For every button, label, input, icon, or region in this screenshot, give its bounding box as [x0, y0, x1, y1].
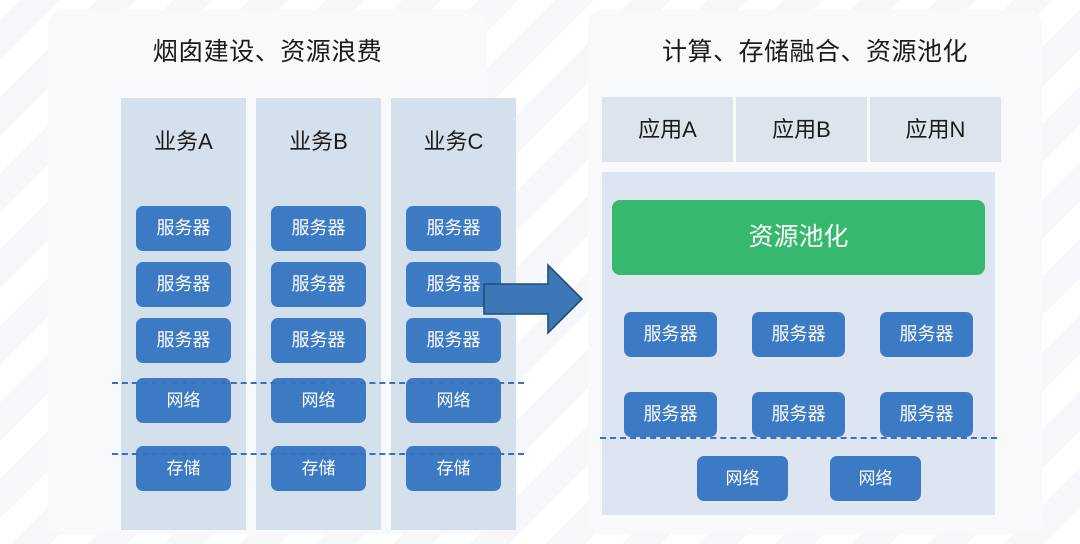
- silo-column-b-lower-stack: 网络 存储: [271, 378, 366, 491]
- right-block-arrow-icon: [483, 263, 584, 335]
- network-chip[interactable]: 网络: [406, 378, 501, 423]
- silo-column-a[interactable]: 业务A 服务器 服务器 服务器 网络 存储: [121, 98, 246, 530]
- silo-column-b-server-stack: 服务器 服务器 服务器: [271, 206, 366, 363]
- network-chip[interactable]: 网络: [271, 378, 366, 423]
- silo-column-a-header: 业务A: [154, 129, 213, 154]
- network-chip[interactable]: 网络: [136, 378, 231, 423]
- server-chip[interactable]: 服务器: [752, 312, 845, 357]
- silo-column-a-lower-stack: 网络 存储: [136, 378, 231, 491]
- silo-column-c-header: 业务C: [423, 129, 484, 154]
- silo-column-b-header: 业务B: [289, 129, 348, 154]
- network-chip[interactable]: 网络: [697, 456, 788, 501]
- server-chip[interactable]: 服务器: [271, 318, 366, 363]
- server-chip[interactable]: 服务器: [271, 262, 366, 307]
- right-panel-title: 计算、存储融合、资源池化: [661, 38, 968, 66]
- pooled-network-row: 网络 网络: [697, 456, 921, 501]
- left-panel-card: 烟囱建设、资源浪费 业务A 服务器 服务器 服务器 网络 存储 业务B 服务器 …: [48, 10, 524, 534]
- app-box-a[interactable]: 应用A: [602, 97, 733, 162]
- silo-column-b[interactable]: 业务B 服务器 服务器 服务器 网络 存储: [256, 98, 381, 530]
- silo-column-c-server-stack: 服务器 服务器 服务器: [406, 206, 501, 363]
- server-chip[interactable]: 服务器: [136, 206, 231, 251]
- server-chip[interactable]: 服务器: [624, 392, 717, 437]
- compute-network-divider: [112, 382, 524, 384]
- infrastructure-container: 资源池化 服务器 服务器 服务器 服务器 服务器 服务器 网络 网络: [600, 172, 997, 515]
- server-chip[interactable]: 服务器: [271, 206, 366, 251]
- server-chip[interactable]: 服务器: [406, 318, 501, 363]
- app-box-n[interactable]: 应用N: [870, 97, 1001, 162]
- network-chip[interactable]: 网络: [830, 456, 921, 501]
- silo-column-c-lower-stack: 网络 存储: [406, 378, 501, 491]
- resource-pool-box[interactable]: 资源池化: [612, 200, 985, 275]
- server-chip[interactable]: 服务器: [136, 262, 231, 307]
- app-box-b[interactable]: 应用B: [736, 97, 867, 162]
- compute-network-divider: [600, 437, 997, 439]
- server-chip[interactable]: 服务器: [624, 312, 717, 357]
- server-chip[interactable]: 服务器: [136, 318, 231, 363]
- server-chip[interactable]: 服务器: [880, 312, 973, 357]
- server-chip[interactable]: 服务器: [880, 392, 973, 437]
- network-storage-divider: [112, 453, 524, 455]
- pooled-server-grid: 服务器 服务器 服务器 服务器 服务器 服务器: [624, 312, 974, 437]
- left-panel-title: 烟囱建设、资源浪费: [152, 38, 383, 66]
- silo-column-a-server-stack: 服务器 服务器 服务器: [136, 206, 231, 363]
- server-chip[interactable]: 服务器: [752, 392, 845, 437]
- server-chip[interactable]: 服务器: [406, 206, 501, 251]
